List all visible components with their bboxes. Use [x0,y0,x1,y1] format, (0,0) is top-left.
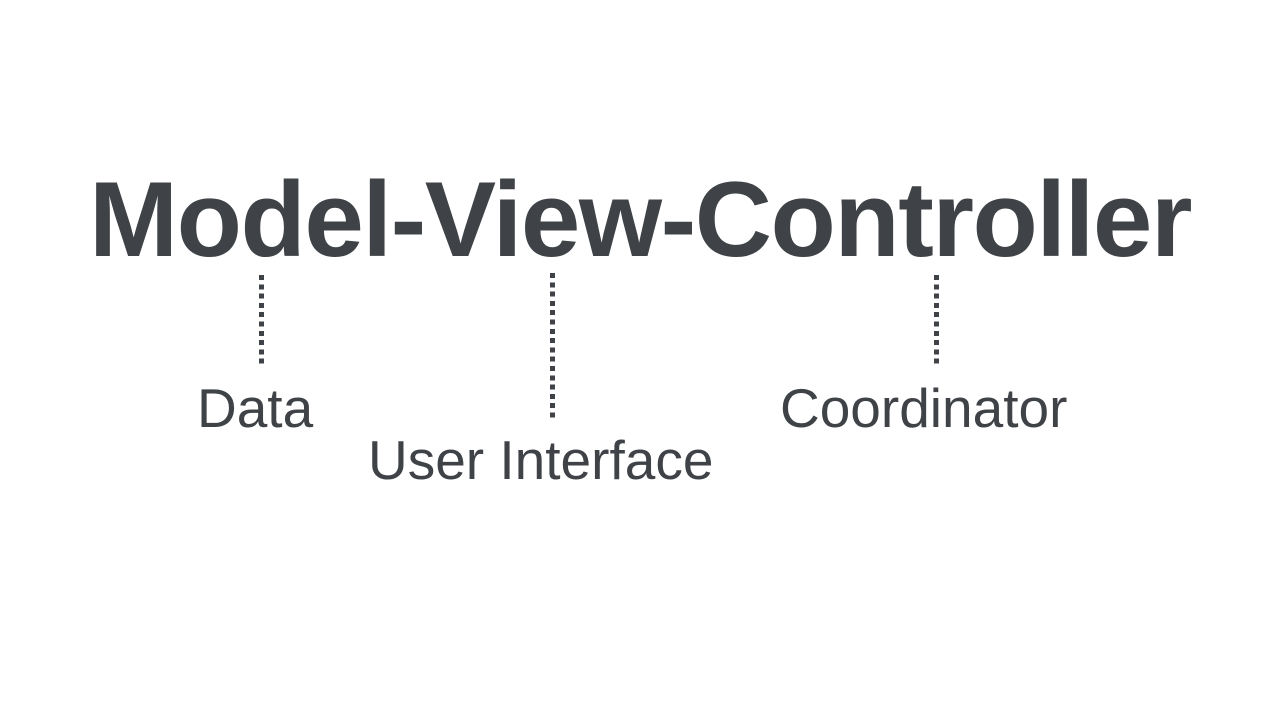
annotation-label-data: Data [197,377,314,439]
annotation-label-coordinator: Coordinator [780,377,1068,439]
dotted-connector-controller-to-coordinator [934,275,939,368]
dotted-connector-model-to-data [259,275,264,368]
annotation-label-user-interface: User Interface [368,429,714,491]
dotted-connector-view-to-user-interface [550,273,555,420]
diagram-title: Model-View-Controller [89,159,1192,279]
